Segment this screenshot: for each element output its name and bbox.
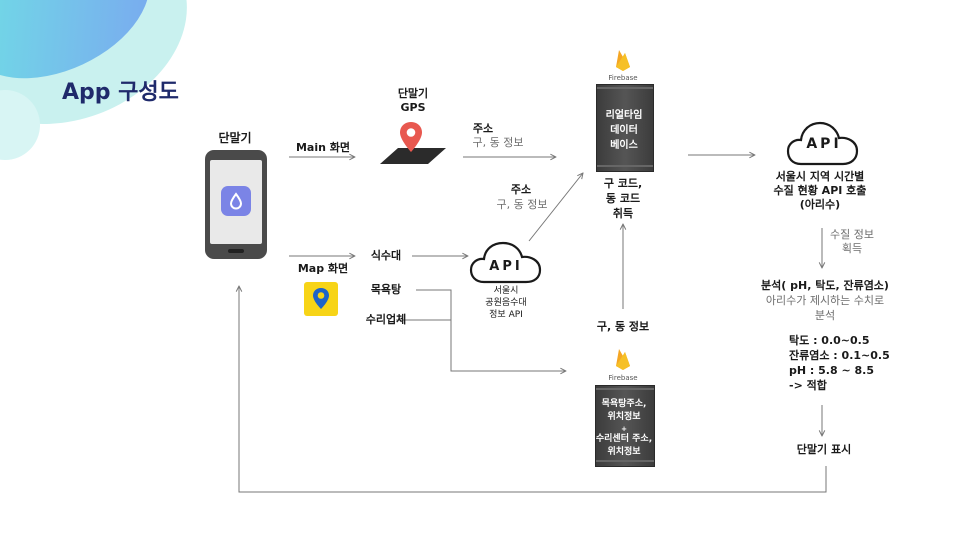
category-bathhouse: 목욕탕 (370, 283, 402, 296)
display-label: 단말기 표시 (796, 443, 852, 456)
result-verdict: -> 적합 (789, 379, 827, 392)
analysis-line2: 아리수가 제시하는 수치로 (765, 294, 885, 307)
analysis-line1: 분석( pH, 탁도, 잔류염소) (761, 279, 889, 292)
address-mid-line2: 구, 동 정보 (496, 198, 548, 211)
code-acquire-line1: 구 코드, (603, 177, 643, 190)
api-left-badge: API (489, 259, 523, 274)
realtime-db-line1: 리얼타임 (605, 110, 643, 121)
api-left-line2: 공원음수대 (485, 298, 527, 308)
api-left-line3: 정보 API (489, 310, 523, 320)
gu-dong-info-label: 구, 동 정보 (596, 320, 650, 333)
water-info-line2: 획득 (841, 242, 863, 255)
bottom-db-line2: 위치정보 (607, 412, 641, 422)
firebase-icon-bottom (613, 347, 633, 371)
firebase-icon-top (613, 48, 633, 72)
analysis-line3: 분석 (814, 309, 836, 322)
realtime-database-server (596, 84, 654, 172)
code-acquire-line2: 동 코드 (605, 192, 641, 205)
api-right-line2: 수질 현황 API 호출 (773, 184, 867, 197)
result-chlorine: 잔류염소 : 0.1~0.5 (789, 349, 890, 362)
gps-pin-icon (378, 118, 448, 170)
map-screen-label: Map 화면 (297, 262, 349, 275)
realtime-db-line2: 데이터 (610, 125, 638, 136)
api-left-line1: 서울시 (493, 286, 519, 296)
bottom-db-line5: 위치정보 (607, 447, 641, 457)
realtime-db-line3: 베이스 (610, 140, 638, 151)
api-right-line1: 서울시 지역 시간별 (775, 170, 865, 183)
phone-home-button (228, 249, 244, 253)
bottom-db-line4: 수리센터 주소, (595, 434, 653, 444)
cloud-api-icon-left (468, 238, 544, 286)
api-right-line3: (아리수) (799, 198, 841, 211)
location-database-server (595, 385, 655, 467)
address-top-line1: 주소 (472, 122, 494, 135)
cloud-api-icon-right (785, 118, 861, 168)
water-info-line1: 수질 정보 (830, 228, 874, 241)
result-ph: pH : 5.8 ~ 8.5 (789, 364, 874, 377)
gps-label-line2: GPS (400, 101, 426, 114)
map-app-icon (304, 282, 338, 316)
phone-icon (205, 150, 267, 259)
result-turbidity: 탁도 : 0.0~0.5 (789, 334, 870, 347)
firebase-brand-bottom: Firebase (608, 374, 638, 382)
address-top-line2: 구, 동 정보 (472, 136, 524, 149)
gps-label-line1: 단말기 (397, 87, 429, 100)
code-acquire-line3: 취득 (612, 207, 634, 220)
api-right-badge: API (806, 136, 842, 152)
firebase-brand-top: Firebase (608, 74, 638, 82)
address-mid-line1: 주소 (510, 183, 532, 196)
bottom-db-line3: + (621, 425, 627, 433)
category-drinking-fountain: 식수대 (370, 249, 402, 262)
page-title: App 구성도 (62, 80, 179, 105)
category-repair-shop: 수리업체 (365, 313, 407, 326)
main-screen-label: Main 화면 (295, 141, 351, 154)
device-label: 단말기 (218, 131, 252, 145)
app-drop-icon (221, 186, 251, 216)
bottom-db-line1: 목욕탕주소, (601, 399, 647, 409)
